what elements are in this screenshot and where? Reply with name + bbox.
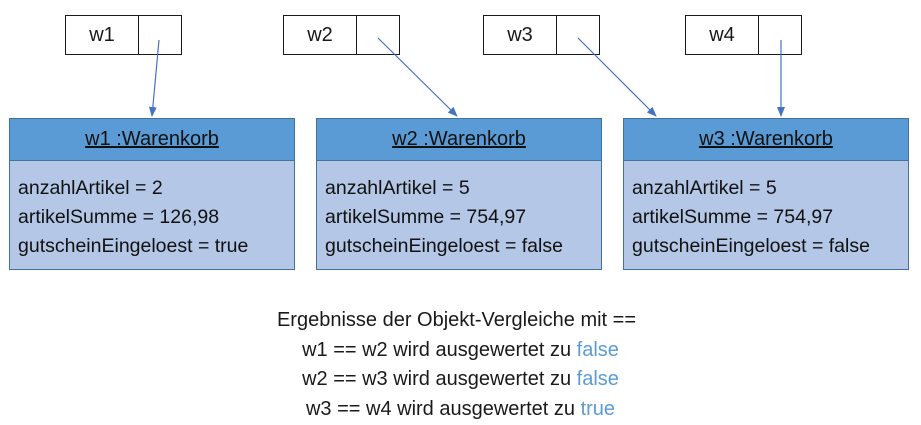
result-expression: w2 == w3 wird ausgewertet zu [302, 368, 577, 390]
object-title: w3 :Warenkorb [624, 119, 908, 161]
result-expression: w1 == w2 wird ausgewertet zu [302, 338, 577, 361]
reference-w1: w1 [65, 15, 182, 55]
reference-name: w4 [686, 16, 759, 54]
object-attributes: anzahlArtikel = 5 artikelSumme = 754,97 … [317, 161, 601, 261]
reference-name: w1 [66, 16, 139, 54]
object-w2-warenkorb: w2 :Warenkorb anzahlArtikel = 5 artikelS… [316, 118, 602, 270]
result-value: false [576, 338, 619, 361]
object-attributes: anzahlArtikel = 5 artikelSumme = 754,97 … [624, 161, 908, 261]
result-expression: w3 == w4 wird ausgewertet zu [305, 397, 581, 420]
attribute-gutschein-eingeloest: gutscheinEingeloest = false [632, 235, 870, 257]
attribute-anzahl-artikel: anzahlArtikel = 5 [325, 177, 470, 199]
object-attributes: anzahlArtikel = 2 artikelSumme = 126,98 … [10, 161, 294, 261]
result-line: w3 == w4 wird ausgewertet zu true [0, 395, 921, 425]
reference-w4: w4 [685, 15, 802, 55]
object-w3-warenkorb: w3 :Warenkorb anzahlArtikel = 5 artikelS… [623, 118, 909, 270]
reference-w2: w2 [283, 15, 400, 55]
results-heading: Ergebnisse der Objekt-Vergleiche mit == [276, 309, 637, 331]
attribute-gutschein-eingeloest: gutscheinEingeloest = true [18, 235, 249, 257]
attribute-artikel-summe: artikelSumme = 126,98 [18, 206, 220, 228]
attribute-artikel-summe: artikelSumme = 754,97 [632, 206, 834, 228]
attribute-artikel-summe: artikelSumme = 754,97 [325, 206, 527, 228]
comparison-results: Ergebnisse der Objekt-Vergleiche mit == … [0, 306, 921, 424]
attribute-anzahl-artikel: anzahlArtikel = 2 [18, 177, 163, 199]
object-title: w1 :Warenkorb [10, 119, 294, 161]
reference-slot [139, 16, 181, 54]
reference-name: w2 [284, 16, 357, 54]
reference-name: w3 [484, 16, 557, 54]
attribute-anzahl-artikel: anzahlArtikel = 5 [632, 177, 777, 199]
result-line: w2 == w3 wird ausgewertet zu false [0, 365, 921, 395]
reference-slot [557, 16, 599, 54]
result-line: w1 == w2 wird ausgewertet zu false [0, 336, 921, 366]
reference-slot [357, 16, 399, 54]
result-value: true [580, 397, 616, 420]
reference-w3: w3 [483, 15, 600, 55]
attribute-gutschein-eingeloest: gutscheinEingeloest = false [325, 235, 563, 257]
object-title: w2 :Warenkorb [317, 119, 601, 161]
result-value: false [576, 368, 619, 390]
object-w1-warenkorb: w1 :Warenkorb anzahlArtikel = 2 artikelS… [9, 118, 295, 270]
reference-slot [759, 16, 801, 54]
